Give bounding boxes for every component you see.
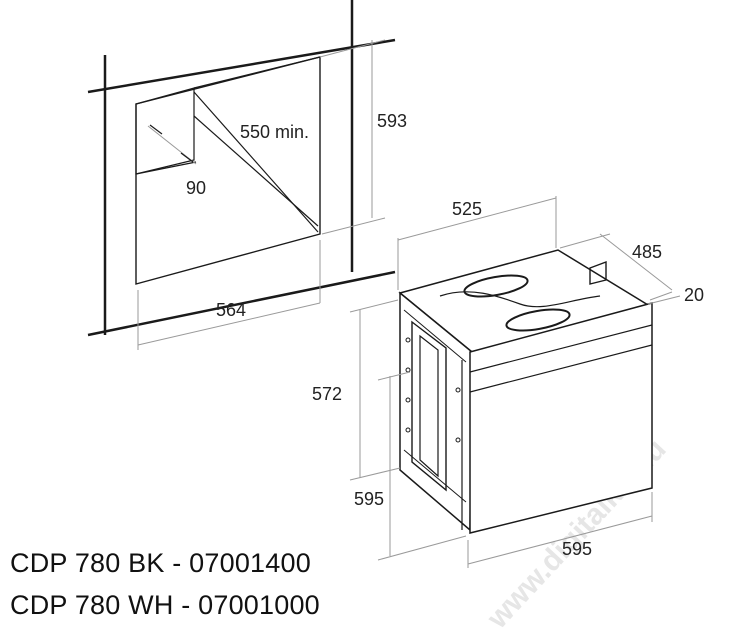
oven-dimension-lines [349,196,681,568]
niche-arrow-marks [149,124,194,163]
dim-oven-depth: 485 [632,242,662,262]
side-rail-outer [411,320,447,492]
niche-back-outline [135,87,195,175]
oven-drawing [398,249,653,534]
dim-niche-depth-min: 550 min. [240,122,309,142]
oven-top-vent-2 [505,308,571,332]
niche-depth-line [193,91,319,233]
dim-oven-width: 525 [452,199,482,219]
niche-drawing [87,0,396,337]
dim-niche-rear-gap: 90 [186,178,206,198]
niche-dimension-lines [137,39,386,350]
cabinet-bottom-line [87,270,396,337]
dim-oven-front-width: 595 [562,539,592,559]
model-label-wh: CDP 780 WH - 07001000 [10,590,320,620]
dim-front-panel-thickness: 20 [684,285,704,305]
model-label-bk: CDP 780 BK - 07001400 [10,548,311,578]
side-rail-inner [419,334,439,478]
dim-niche-height: 593 [377,111,407,131]
dim-oven-body-height: 572 [312,384,342,404]
niche-front-outline [135,56,321,285]
dim-oven-front-height: 595 [354,489,384,509]
dim-niche-width: 564 [216,300,246,320]
cabinet-top-line [87,38,396,94]
